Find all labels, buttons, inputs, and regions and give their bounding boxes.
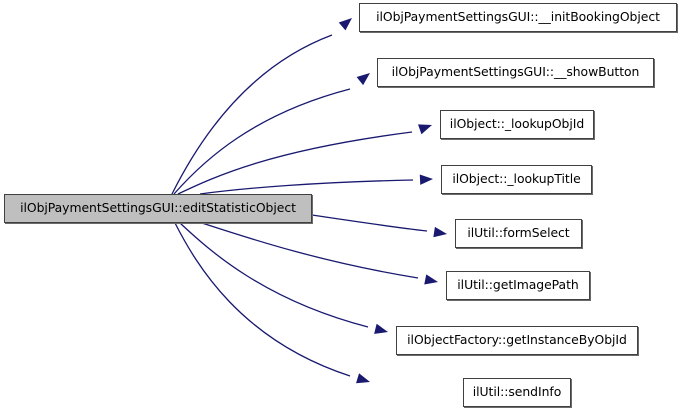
graph-node-get-image-path[interactable]: ilUtil::getImagePath	[446, 271, 590, 300]
graph-node-get-image-path-label: ilUtil::getImagePath	[457, 277, 579, 293]
graph-node-lookup-obj-id[interactable]: ilObject::_lookupObjId	[440, 110, 594, 139]
graph-node-show-button[interactable]: ilObjPaymentSettingsGUI::__showButton	[377, 58, 654, 87]
graph-node-lookup-obj-id-label: ilObject::_lookupObjId	[449, 116, 585, 132]
edge-root-to-lookup-obj-id-arrowhead	[418, 124, 432, 135]
graph-node-form-select[interactable]: ilUtil::formSelect	[455, 219, 582, 248]
edge-root-to-get-instance-by-obj-id-arrowhead	[374, 323, 388, 334]
graph-node-lookup-title[interactable]: ilObject::_lookupTitle	[441, 165, 592, 194]
edge-root-to-lookup-obj-id	[177, 131, 413, 195]
edge-root-to-lookup-title-arrowhead	[419, 174, 433, 185]
edge-root-to-send-info-arrowhead	[356, 373, 370, 384]
edge-root-to-get-instance-by-obj-id	[179, 222, 369, 328]
edge-root-to-init-booking-object	[171, 34, 333, 195]
graph-node-get-instance-by-obj-id-label: ilObjectFactory::getInstanceByObjId	[407, 332, 627, 348]
edge-root-to-get-image-path	[201, 222, 419, 279]
edge-root-to-form-select-arrowhead	[433, 226, 447, 238]
graph-node-send-info[interactable]: ilUtil::sendInfo	[463, 378, 571, 407]
graph-node-root[interactable]: ilObjPaymentSettingsGUI::editStatisticOb…	[4, 194, 312, 223]
graph-node-show-button-label: ilObjPaymentSettingsGUI::__showButton	[391, 64, 640, 80]
edge-root-to-form-select	[311, 214, 428, 232]
graph-node-get-instance-by-obj-id[interactable]: ilObjectFactory::getInstanceByObjId	[396, 326, 638, 355]
graph-node-root-label: ilObjPaymentSettingsGUI::editStatisticOb…	[20, 200, 296, 216]
graph-node-send-info-label: ilUtil::sendInfo	[472, 384, 562, 400]
edge-root-to-lookup-title	[199, 179, 414, 195]
edge-root-to-send-info	[174, 222, 351, 377]
graph-node-lookup-title-label: ilObject::_lookupTitle	[452, 171, 581, 187]
graph-node-init-booking-object[interactable]: ilObjPaymentSettingsGUI::__initBookingOb…	[359, 3, 677, 32]
edge-root-to-init-booking-object-arrowhead	[338, 18, 352, 31]
graph-node-form-select-label: ilUtil::formSelect	[467, 225, 570, 241]
edge-root-to-show-button	[173, 88, 351, 195]
edge-root-to-get-image-path-arrowhead	[424, 274, 438, 285]
graph-node-init-booking-object-label: ilObjPaymentSettingsGUI::__initBookingOb…	[376, 9, 660, 25]
edge-root-to-show-button-arrowhead	[356, 73, 370, 86]
